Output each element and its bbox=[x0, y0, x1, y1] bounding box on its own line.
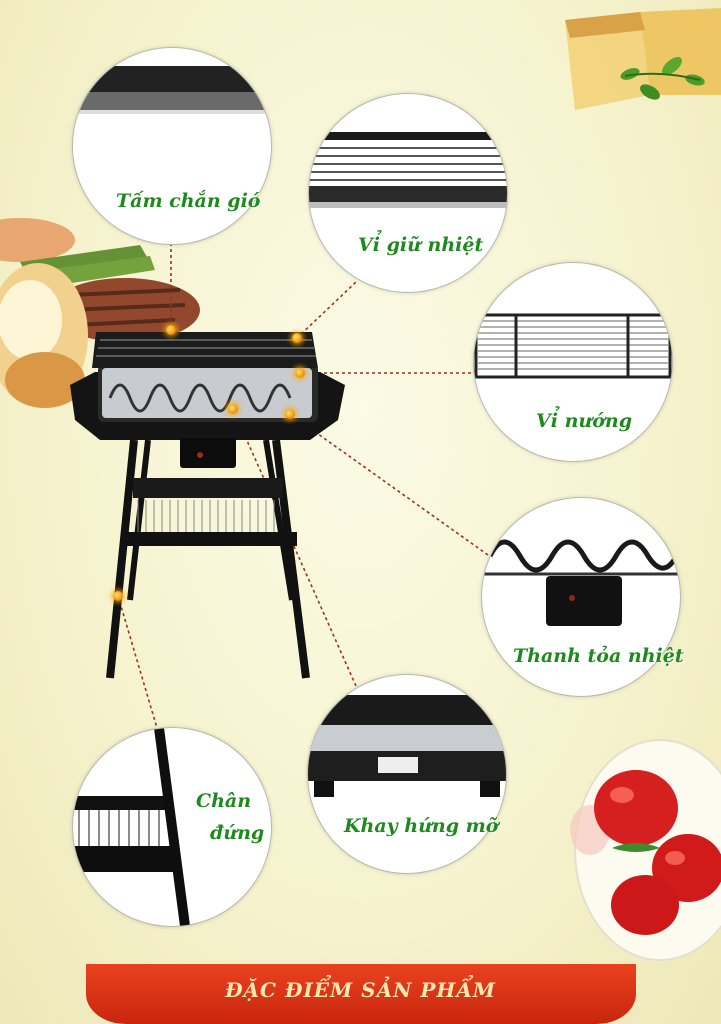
electric-grill-stand bbox=[70, 332, 345, 679]
label-stand-line2: đứng bbox=[210, 822, 265, 844]
feature-circle-grill-rack bbox=[473, 262, 673, 462]
label-heating-bar: Thanh tỏa nhiệt bbox=[513, 645, 684, 667]
grilled-food-illustration bbox=[0, 218, 200, 408]
label-stand-line1: Chân bbox=[196, 790, 252, 812]
stand-image bbox=[73, 728, 190, 926]
label-grill-rack: Vỉ nướng bbox=[536, 410, 632, 432]
heating-bar-image bbox=[482, 539, 680, 626]
marker-stand bbox=[113, 591, 123, 601]
feature-circle-heating-bar bbox=[481, 497, 681, 697]
feature-circle-drip-tray bbox=[307, 674, 507, 874]
marker-drip-tray bbox=[228, 404, 238, 414]
feature-circle-wind-shield bbox=[72, 47, 272, 245]
marker-heat-rack bbox=[292, 333, 302, 343]
herb-leaves bbox=[620, 57, 705, 100]
label-drip-tray: Khay hứng mỡ bbox=[344, 815, 499, 837]
drip-tray-image bbox=[308, 695, 506, 797]
footer-banner: ĐẶC ĐIỂM SẢN PHẨM bbox=[0, 964, 721, 1024]
feature-circle-heat-rack bbox=[308, 93, 508, 293]
marker-wind-shield bbox=[166, 325, 176, 335]
strawberries-illustration bbox=[570, 739, 721, 961]
marker-grill-rack bbox=[295, 368, 305, 378]
footer-red-band bbox=[86, 964, 636, 1024]
wind-shield-image bbox=[73, 66, 271, 114]
label-heat-rack: Vỉ giữ nhiệt bbox=[358, 234, 484, 256]
toast-illustration bbox=[565, 8, 721, 110]
marker-heating-bar bbox=[285, 409, 295, 419]
footer-title: ĐẶC ĐIỂM SẢN PHẨM bbox=[225, 978, 496, 1002]
grill-rack-image bbox=[474, 313, 672, 379]
feature-circle-stand bbox=[72, 727, 272, 927]
leader-lines bbox=[117, 240, 489, 729]
label-wind-shield: Tấm chắn gió bbox=[116, 190, 261, 212]
heat-rack-image bbox=[309, 132, 507, 208]
